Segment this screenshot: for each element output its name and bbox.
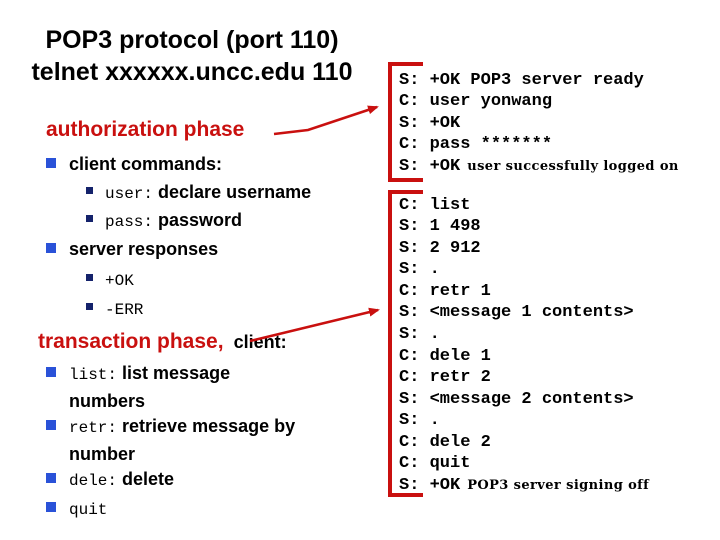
list-item: client commands: (46, 151, 222, 177)
list-item: +OK (86, 266, 134, 294)
terminal-line: C: dele 1 (399, 347, 491, 366)
server-note: POP3 server signing off (467, 478, 650, 493)
terminal-line: C: list (399, 196, 471, 215)
list-item: dele: delete (46, 466, 174, 494)
server-responses-label: server responses (69, 239, 219, 259)
terminal-line: C: user yonwang (399, 92, 553, 111)
terminal-line: C: retr 2 (399, 368, 491, 387)
transaction-phase-heading: transaction phase, client: (38, 330, 287, 354)
terminal-line: C: quit (399, 454, 471, 473)
bullet-square-icon (86, 187, 93, 194)
transaction-session-bracket (388, 190, 423, 497)
pass-command-desc: password (158, 210, 243, 230)
quit-command: quit (69, 501, 108, 519)
terminal-line: C: retr 1 (399, 282, 491, 301)
authorization-phase-heading: authorization phase (46, 118, 244, 142)
terminal-line: S: . (399, 325, 440, 344)
list-item: server responses (46, 236, 218, 262)
slide-title-line2: telnet xxxxxx.uncc.edu 110 (31, 58, 353, 86)
authorization-phase-label: authorization phase (46, 118, 245, 141)
ok-response-label: +OK (105, 272, 134, 290)
transaction-client-label: client: (233, 332, 287, 352)
slide-title: POP3 protocol (port 110) telnet xxxxxx.u… (6, 24, 378, 88)
terminal-line: S: . (399, 411, 440, 430)
authorization-arrow (273, 105, 379, 136)
bullet-square-icon (46, 367, 56, 377)
bullet-square-icon (46, 158, 56, 168)
list-item: retr: retrieve message by number (46, 413, 307, 467)
terminal-line: S: . (399, 260, 440, 279)
list-item: list: list message numbers (46, 360, 307, 414)
list-item: pass: password (86, 207, 242, 235)
terminal-line: S: 1 498 (399, 217, 481, 236)
user-command: user: (105, 185, 154, 203)
list-item: -ERR (86, 295, 143, 323)
list-item: quit (46, 495, 107, 523)
dele-command-desc: delete (122, 469, 175, 489)
retr-command-desc: retrieve message by number (69, 416, 296, 464)
bullet-square-icon (46, 243, 56, 253)
terminal-line: S: <message 2 contents> (399, 390, 634, 409)
bullet-square-icon (86, 215, 93, 222)
auth-session-bracket (388, 62, 423, 182)
bullet-square-icon (46, 420, 56, 430)
pass-command: pass: (105, 213, 154, 231)
terminal-line: C: pass ******* (399, 135, 553, 154)
terminal-line: S: <message 1 contents> (399, 303, 634, 322)
bullet-square-icon (46, 502, 56, 512)
list-item: user: declare username (86, 179, 311, 207)
terminal-line: S: +OK (399, 114, 461, 133)
terminal-line: S: 2 912 (399, 239, 481, 258)
list-command: list: (69, 366, 118, 384)
bullet-square-icon (86, 303, 93, 310)
bullet-square-icon (46, 473, 56, 483)
server-note: user successfully logged on (467, 159, 679, 174)
user-command-desc: declare username (158, 182, 312, 202)
client-commands-label: client commands: (69, 154, 223, 174)
retr-command: retr: (69, 419, 118, 437)
terminal-line: C: dele 2 (399, 433, 491, 452)
slide-title-line1: POP3 protocol (port 110) (45, 26, 339, 54)
err-response-label: -ERR (105, 301, 144, 319)
list-command-desc: list message numbers (69, 363, 231, 411)
bullet-square-icon (86, 274, 93, 281)
terminal-line: S: +OK POP3 server ready (399, 71, 644, 90)
dele-command: dele: (69, 472, 118, 490)
transaction-phase-label: transaction phase, (38, 330, 224, 353)
